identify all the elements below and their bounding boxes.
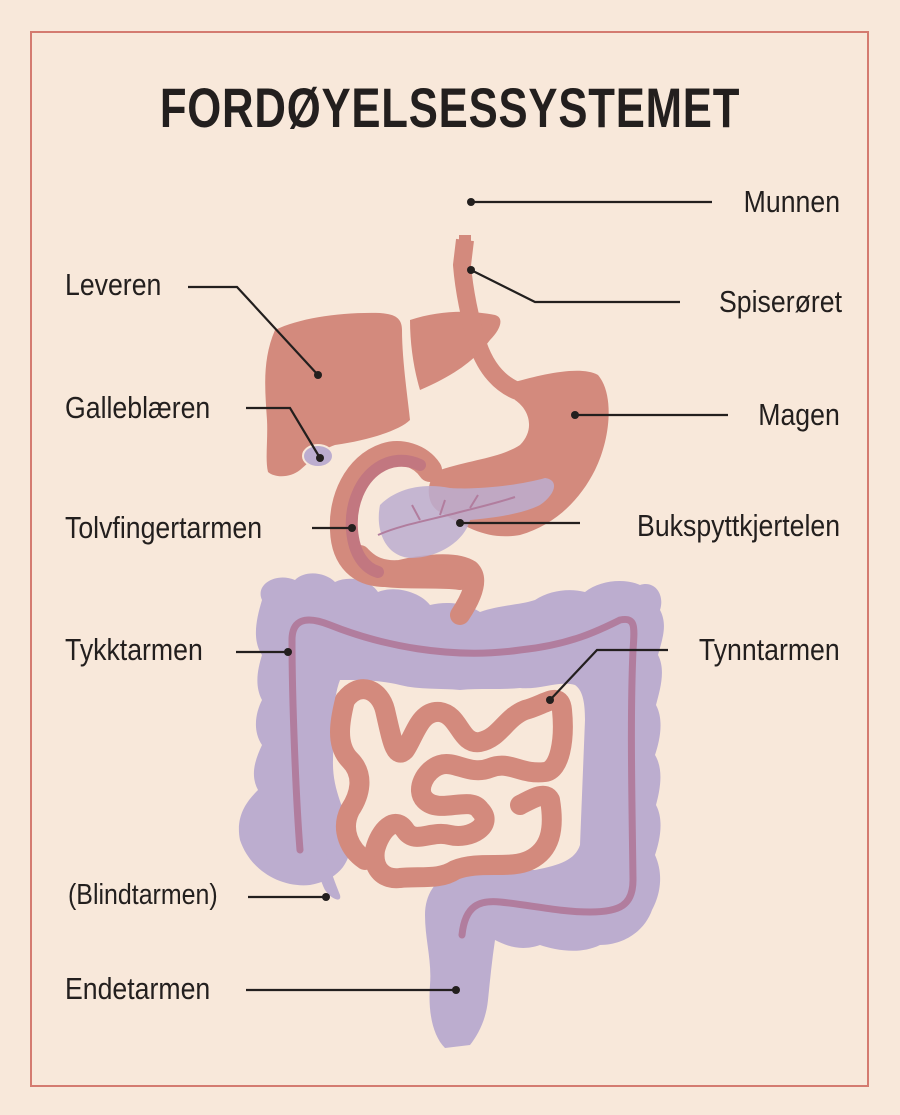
label-spiseroret: Spiserøret bbox=[719, 284, 842, 319]
label-endetarmen: Endetarmen bbox=[65, 971, 211, 1006]
label-tynntarmen: Tynntarmen bbox=[699, 632, 840, 667]
duodenum bbox=[329, 441, 472, 590]
label-bukspyttkjertelen: Bukspyttkjertelen bbox=[636, 508, 840, 543]
label-tykktarmen: Tykktarmen bbox=[65, 632, 203, 667]
page-title: FORDØYELSESSYSTEMET bbox=[159, 76, 741, 139]
leader-dots bbox=[284, 198, 579, 994]
diagram-frame bbox=[30, 31, 869, 1087]
large-intestine bbox=[238, 573, 664, 1048]
label-magen: Magen bbox=[758, 397, 840, 432]
leader-lines bbox=[188, 200, 728, 992]
label-leveren: Leveren bbox=[65, 267, 162, 302]
label-munnen: Munnen bbox=[743, 184, 840, 219]
label-blindtarmen: (Blindtarmen) bbox=[68, 879, 218, 911]
colon-vessel bbox=[288, 615, 638, 939]
label-galleblaeren: Galleblæren bbox=[65, 390, 211, 425]
esophagus bbox=[452, 238, 524, 401]
label-tolvfingertarmen: Tolvfingertarmen bbox=[65, 510, 263, 545]
